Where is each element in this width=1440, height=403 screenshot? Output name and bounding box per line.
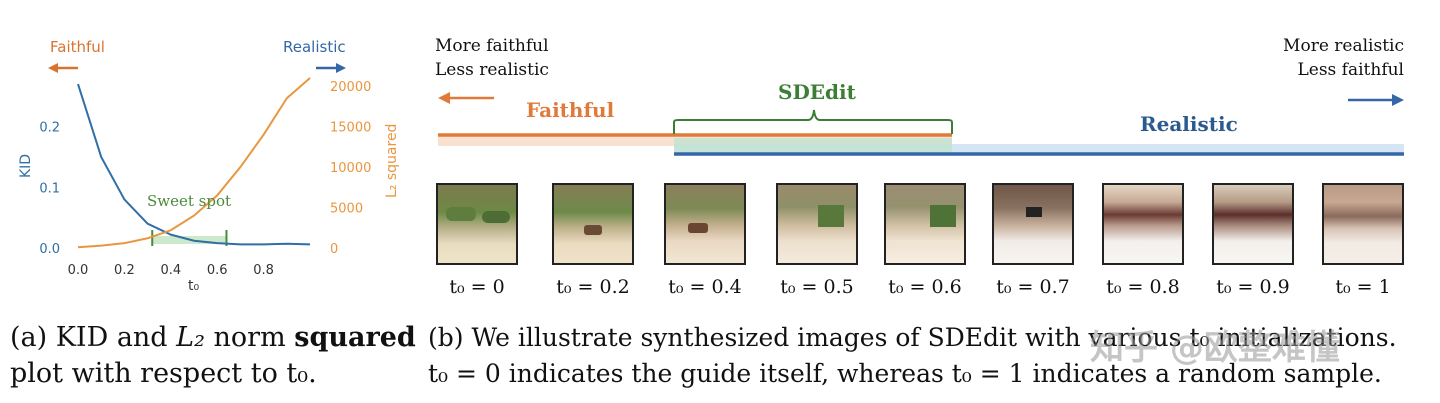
top-right-text: More realistic Less faithful — [1283, 34, 1404, 82]
thumbnail-t0-1 — [1322, 183, 1404, 265]
thumbnail-t0-0.5 — [776, 183, 858, 265]
thumbnail-t0-0 — [436, 183, 518, 265]
right-tick-label: 5000 — [330, 202, 363, 217]
thumbnail-t0-0.9 — [1212, 183, 1294, 265]
realistic-band-fill — [674, 144, 1404, 154]
right-axis-label: L₂ squared — [384, 124, 400, 198]
chart-svg: Faithful Realistic KID L₂ squared t₀ 0.0… — [18, 38, 400, 294]
realistic-right-arrow-icon — [1348, 94, 1404, 106]
right-tick-label: 0 — [330, 242, 338, 257]
chart-left-label: Faithful — [50, 38, 105, 56]
thumbnail-label: t₀ = 0.2 — [556, 276, 630, 298]
left-axis-label: KID — [18, 154, 34, 178]
series-layer — [77, 77, 311, 249]
x-axis-label: t₀ — [188, 278, 199, 294]
thumbnail-label: t₀ = 0.7 — [996, 276, 1070, 298]
caption-a-mid: norm — [204, 322, 295, 353]
thumbnail-t0-0.7 — [992, 183, 1074, 265]
top-right-line2: Less faithful — [1297, 60, 1404, 80]
thumbnail-label: t₀ = 0.6 — [888, 276, 962, 298]
realistic-arrow-icon — [316, 63, 346, 73]
thumbnail-label: t₀ = 0.9 — [1216, 276, 1290, 298]
thumbnail-t0-0.2 — [552, 183, 634, 265]
caption-a-line2: plot with respect to t₀. — [10, 358, 317, 389]
caption-b-line2: t₀ = 0 indicates the guide itself, where… — [428, 359, 1382, 388]
x-tick-label: 0.2 — [114, 263, 135, 278]
kid-l2-chart: Faithful Realistic KID L₂ squared t₀ 0.0… — [0, 30, 420, 300]
thumbnail-label: t₀ = 1 — [1335, 276, 1391, 298]
sdedit-brace — [673, 109, 953, 134]
thumbnail-t0-0.4 — [664, 183, 746, 265]
right-tick-label: 15000 — [330, 121, 371, 136]
thumbnail-label: t₀ = 0.8 — [1106, 276, 1180, 298]
faithful-label: Faithful — [526, 98, 615, 122]
progress-bars — [438, 92, 1404, 156]
thumbnail-label: t₀ = 0 — [449, 276, 505, 298]
left-tick-label: 0.1 — [39, 181, 60, 196]
caption-a-line1: (a) KID and L₂ norm squared — [10, 320, 416, 356]
caption-a-math: L₂ — [176, 322, 205, 353]
x-tick-label: 0.4 — [160, 263, 181, 278]
x-tick-label: 0.8 — [253, 263, 274, 278]
chart-right-label: Realistic — [283, 38, 346, 56]
kid-series-line — [77, 83, 311, 246]
caption-a-bold: squared — [294, 322, 416, 353]
thumbnail-label: t₀ = 0.4 — [668, 276, 742, 298]
thumbnail-t0-0.8 — [1102, 183, 1184, 265]
x-tick-label: 0.0 — [68, 263, 89, 278]
sdedit-band-fill — [674, 138, 952, 152]
thumbnail-label: t₀ = 0.5 — [780, 276, 854, 298]
top-left-line2: Less realistic — [435, 60, 549, 80]
top-right-line1: More realistic — [1283, 36, 1404, 56]
faithful-left-arrow-icon — [438, 92, 494, 104]
ticks-layer: 0.0 0.2 0.4 0.6 0.8 0.0 0.1 0.2 0 5000 10000 15000 2… — [39, 80, 371, 278]
top-left-text: More faithful Less realistic — [435, 34, 549, 82]
caption-a-pre: (a) KID and — [10, 322, 177, 353]
watermark: 知乎 @欧整难懂 — [1090, 328, 1340, 368]
realistic-label: Realistic — [1140, 112, 1238, 136]
sweet-spot-annotation: Sweet spot — [147, 192, 231, 210]
caption-b-line1: (b) We illustrate synthesized images of … — [428, 323, 1397, 352]
right-tick-label: 10000 — [330, 161, 371, 176]
faithful-arrow-icon — [48, 63, 78, 73]
l2-series-line — [77, 77, 311, 249]
x-tick-label: 0.6 — [207, 263, 228, 278]
left-tick-label: 0.0 — [39, 242, 60, 257]
top-left-line1: More faithful — [435, 36, 549, 56]
left-tick-label: 0.2 — [39, 121, 60, 136]
right-tick-label: 20000 — [330, 80, 371, 95]
sdedit-label: SDEdit — [778, 80, 856, 104]
thumbnail-t0-0.6 — [884, 183, 966, 265]
